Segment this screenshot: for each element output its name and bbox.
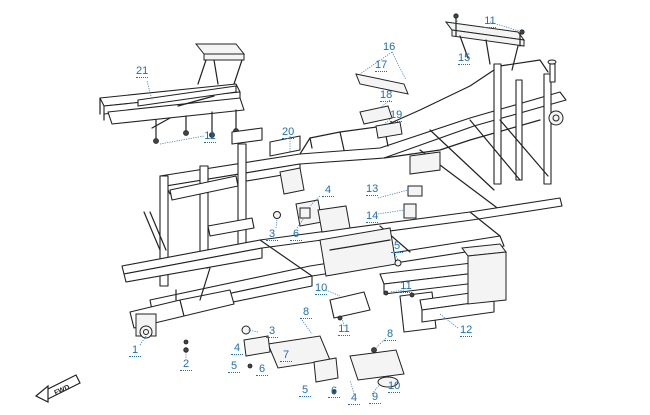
callout-19: 19	[390, 109, 403, 122]
callout-5-lower-right: 5	[299, 384, 311, 397]
callout-11-swing-arm: 11	[400, 280, 412, 293]
callout-10-upper: 10	[315, 282, 328, 295]
callout-11-left-rack: 11	[204, 130, 216, 143]
callout-3-lower: 3	[266, 325, 278, 338]
callout-7: 7	[280, 349, 292, 362]
fwd-arrow-icon: FWD	[34, 374, 81, 403]
callout-16: 16	[383, 41, 396, 53]
callout-8-left: 8	[300, 306, 312, 319]
main-frame	[121, 59, 567, 395]
callout-6-lower-right: 6	[328, 385, 340, 398]
callout-6-upper: 6	[290, 228, 302, 241]
callout-20: 20	[282, 126, 295, 139]
callout-6-lower-left: 6	[256, 363, 268, 376]
callout-14: 14	[366, 210, 379, 223]
callout-10-lower: 10	[388, 380, 401, 393]
rear-rack-left	[99, 43, 246, 144]
callout-9: 9	[369, 391, 381, 404]
callout-11-lower: 11	[338, 323, 350, 336]
callout-1: 1	[129, 344, 141, 357]
leader-lines	[139, 17, 523, 395]
callout-4-lower-left: 4	[231, 342, 243, 355]
callout-17: 17	[375, 59, 388, 72]
callout-13: 13	[366, 183, 379, 196]
callout-5-lower-left: 5	[228, 360, 240, 373]
callout-3-upper: 3	[266, 228, 278, 241]
callout-21: 21	[136, 65, 149, 78]
callout-4-lower-right: 4	[348, 392, 360, 405]
callout-5-upper: 5	[391, 240, 403, 253]
callout-8-right: 8	[384, 328, 396, 341]
rear-rack-right	[444, 13, 526, 71]
callout-2: 2	[180, 358, 192, 371]
callout-11-right-rack: 11	[484, 15, 496, 28]
callout-12: 12	[460, 324, 473, 337]
callout-18: 18	[380, 89, 393, 102]
callout-4-upper: 4	[322, 184, 334, 197]
callout-15: 15	[458, 52, 471, 65]
